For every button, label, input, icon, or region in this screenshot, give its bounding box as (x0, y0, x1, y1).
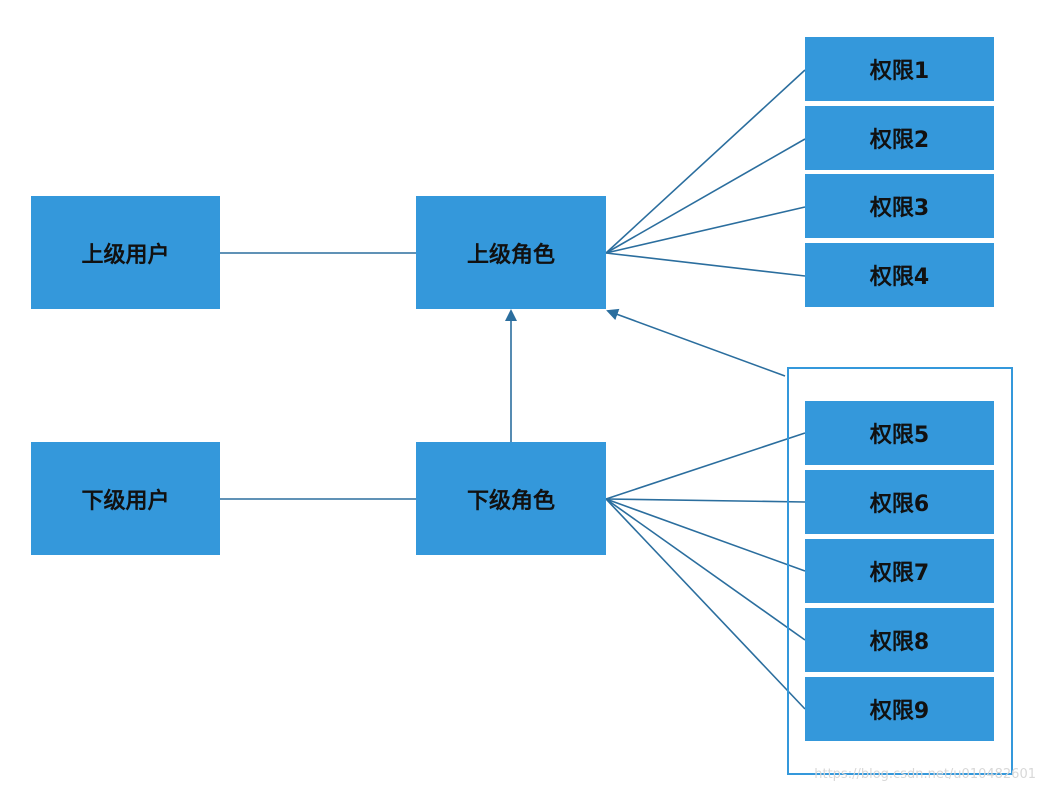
watermark-text: https://blog.csdn.net/u010482601 (814, 767, 1036, 782)
permission-node: 权限2 (805, 106, 994, 170)
lower-role-permission-link (605, 498, 806, 641)
permission-node: 权限8 (805, 608, 994, 672)
permission-label: 权限3 (869, 196, 930, 221)
permission-node: 权限5 (805, 401, 994, 465)
lower-user-label: 下级用户 (81, 488, 170, 514)
permission-label: 权限8 (869, 630, 930, 655)
lower-role-node: 下级角色 (416, 442, 606, 555)
upper-role-permission-link (605, 252, 806, 277)
upper-role-node: 上级角色 (416, 196, 606, 309)
lower-permissions-group-frame (787, 367, 1013, 775)
lower-role-label: 下级角色 (466, 488, 555, 514)
permission-label: 权限1 (869, 59, 930, 84)
permission-label: 权限5 (869, 423, 930, 448)
permission-node: 权限4 (805, 243, 994, 307)
permission-node: 权限3 (805, 174, 994, 238)
lower-user-node: 下级用户 (31, 442, 220, 555)
lower-role-permission-link (605, 498, 806, 572)
upper-role-permission-link (605, 69, 806, 254)
permission-node: 权限9 (805, 677, 994, 741)
lower-role-permission-link (605, 498, 806, 710)
permission-node: 权限6 (805, 470, 994, 534)
permission-label: 权限4 (869, 265, 930, 290)
lower-role-permission-link (605, 498, 806, 503)
lower-role-permission-link (605, 432, 806, 500)
upper-user-node: 上级用户 (31, 196, 220, 309)
permission-node: 权限1 (805, 37, 994, 101)
permission-label: 权限2 (869, 128, 930, 153)
permission-label: 权限7 (869, 561, 930, 586)
upper-user-label: 上级用户 (81, 242, 170, 268)
upper-role-label: 上级角色 (466, 242, 555, 268)
upper-role-permission-link (605, 138, 806, 254)
permission-node: 权限7 (805, 539, 994, 603)
upper-role-permission-link (605, 206, 806, 254)
permission-label: 权限6 (869, 492, 930, 517)
permission-label: 权限9 (869, 699, 930, 724)
permission-group-arrow (606, 308, 786, 377)
